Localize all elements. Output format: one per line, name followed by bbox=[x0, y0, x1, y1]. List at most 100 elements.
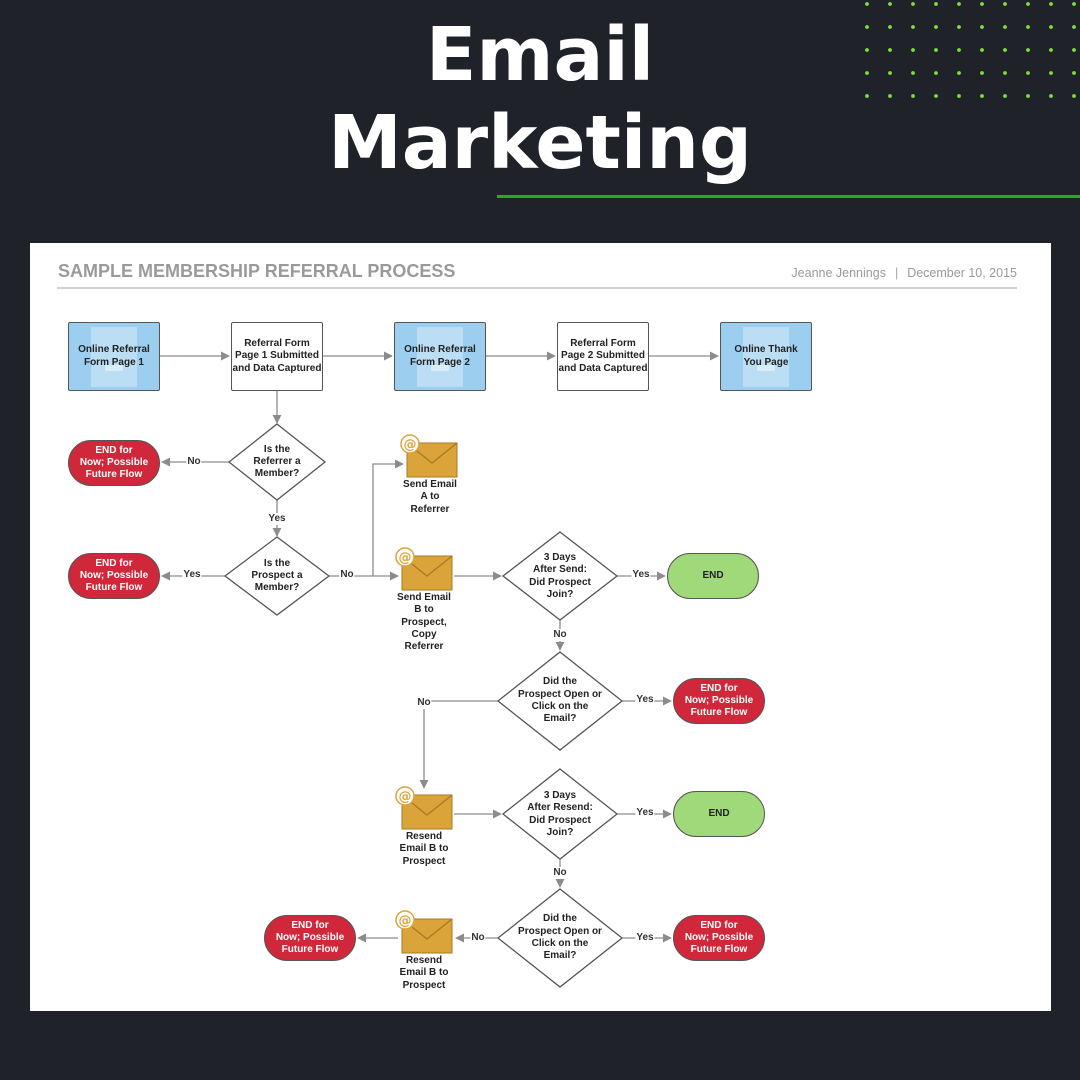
edge-label-yes: Yes bbox=[635, 932, 655, 944]
end-after-resend-2: END for Now; Possible Future Flow bbox=[264, 915, 356, 961]
email-icon: @ bbox=[395, 910, 453, 954]
decorative-dot bbox=[980, 48, 984, 52]
decision-referrer-member: Is the Referrer a Member? bbox=[253, 443, 301, 480]
decorative-dot bbox=[1003, 2, 1007, 6]
email-icon: @ bbox=[400, 434, 458, 478]
decorative-dot bbox=[957, 94, 961, 98]
svg-text:@: @ bbox=[399, 790, 412, 805]
decorative-dot bbox=[1072, 94, 1076, 98]
resend-2-caption: Resend Email B to Prospect bbox=[399, 955, 449, 991]
decision-shape-3days-send bbox=[501, 531, 619, 621]
end-prospect-opened-1: END for Now; Possible Future Flow bbox=[673, 678, 765, 724]
decorative-dot bbox=[934, 48, 938, 52]
decision-prospect-member: Is the Prospect a Member? bbox=[251, 557, 303, 594]
decorative-dot bbox=[1003, 48, 1007, 52]
decorative-dot bbox=[888, 71, 892, 75]
decorative-dot bbox=[865, 25, 869, 29]
decorative-dot bbox=[957, 71, 961, 75]
edge-label-yes: Yes bbox=[631, 569, 651, 581]
edge-label-yes: Yes bbox=[267, 513, 287, 525]
end-prospect-joined-after-send: END bbox=[667, 553, 759, 599]
decorative-dot bbox=[911, 2, 915, 6]
decorative-dot bbox=[865, 2, 869, 6]
diagram-title: SAMPLE MEMBERSHIP REFERRAL PROCESS bbox=[58, 261, 456, 281]
email-icon: @ bbox=[395, 786, 453, 830]
decorative-dot bbox=[865, 71, 869, 75]
decorative-dot bbox=[911, 71, 915, 75]
page-title-line-1: Email bbox=[425, 12, 655, 98]
decorative-dot bbox=[1049, 25, 1053, 29]
decorative-dot bbox=[980, 94, 984, 98]
decorative-dot bbox=[1072, 25, 1076, 29]
decorative-dot bbox=[865, 94, 869, 98]
edge-label-no: No bbox=[552, 629, 568, 641]
decorative-dot bbox=[1026, 71, 1030, 75]
decorative-dot bbox=[957, 48, 961, 52]
decorative-dot bbox=[1003, 94, 1007, 98]
meta-separator: | bbox=[894, 266, 899, 280]
decorative-dot bbox=[1026, 48, 1030, 52]
decorative-dot bbox=[1072, 2, 1076, 6]
decorative-dot bbox=[865, 48, 869, 52]
decorative-dot bbox=[1026, 2, 1030, 6]
decorative-dot bbox=[1072, 71, 1076, 75]
end-referrer-not-member: END for Now; Possible Future Flow bbox=[68, 440, 160, 486]
email-b-caption: Send Email B to Prospect, Copy Referrer bbox=[397, 592, 451, 653]
svg-text:@: @ bbox=[404, 438, 417, 453]
end-prospect-joined-after-resend: END bbox=[673, 791, 765, 837]
decorative-dot bbox=[888, 25, 892, 29]
decorative-dot bbox=[1003, 25, 1007, 29]
decorative-dot bbox=[1049, 71, 1053, 75]
node-online-referral-form-page-2: Online Referral Form Page 2 bbox=[394, 322, 486, 391]
decorative-dot bbox=[888, 94, 892, 98]
diagram-panel: SAMPLE MEMBERSHIP REFERRAL PROCESS Jeann… bbox=[30, 243, 1051, 1011]
node-referral-form-page-2-submitted: Referral Form Page 2 Submitted and Data … bbox=[557, 322, 649, 391]
decorative-dot bbox=[1049, 2, 1053, 6]
decorative-dot bbox=[1072, 48, 1076, 52]
node-referral-form-page-1-submitted: Referral Form Page 1 Submitted and Data … bbox=[231, 322, 323, 391]
edge-label-no: No bbox=[416, 697, 432, 709]
end-prospect-opened-2: END for Now; Possible Future Flow bbox=[673, 915, 765, 961]
decorative-dot bbox=[957, 2, 961, 6]
page-title-line-2: Marketing bbox=[328, 100, 752, 186]
resend-1-caption: Resend Email B to Prospect bbox=[399, 831, 449, 867]
decorative-dot bbox=[1026, 25, 1030, 29]
decorative-dot bbox=[934, 2, 938, 6]
decorative-dot bbox=[1003, 71, 1007, 75]
decorative-dot-grid bbox=[865, 2, 1076, 98]
edge-label-yes: Yes bbox=[635, 807, 655, 819]
decision-shape-open-1 bbox=[496, 651, 624, 751]
edge-label-no: No bbox=[552, 867, 568, 879]
decorative-dot bbox=[911, 94, 915, 98]
decorative-dot bbox=[934, 25, 938, 29]
decision-open-or-click-1: Did the Prospect Open or Click on the Em… bbox=[518, 676, 602, 725]
decision-open-or-click-2: Did the Prospect Open or Click on the Em… bbox=[518, 913, 602, 962]
decorative-dot bbox=[980, 2, 984, 6]
decorative-dot bbox=[980, 71, 984, 75]
diagram-date: December 10, 2015 bbox=[907, 266, 1017, 280]
decision-shape-3days-resend bbox=[501, 768, 619, 860]
node-online-thank-you-page: Online Thank You Page bbox=[720, 322, 812, 391]
decision-3-days-after-send: 3 Days After Send: Did Prospect Join? bbox=[529, 551, 591, 600]
connector-arrow bbox=[419, 700, 498, 789]
decorative-dot bbox=[888, 48, 892, 52]
node-online-referral-form-page-1: Online Referral Form Page 1 bbox=[68, 322, 160, 391]
decision-3-days-after-resend: 3 Days After Resend: Did Prospect Join? bbox=[527, 789, 593, 838]
decorative-dot bbox=[888, 2, 892, 6]
decorative-dot bbox=[1049, 94, 1053, 98]
decision-shape-prospect bbox=[223, 536, 331, 616]
author-name: Jeanne Jennings bbox=[791, 266, 886, 280]
decision-shape-open-2 bbox=[496, 888, 624, 988]
decision-shape-referrer bbox=[227, 423, 327, 501]
edge-label-no: No bbox=[470, 932, 486, 944]
decorative-dot bbox=[911, 25, 915, 29]
edge-label-yes: Yes bbox=[182, 569, 202, 581]
decorative-dot bbox=[934, 94, 938, 98]
accent-underline bbox=[497, 195, 1080, 198]
edge-label-no: No bbox=[339, 569, 355, 581]
decorative-dot bbox=[911, 48, 915, 52]
decorative-dot bbox=[980, 25, 984, 29]
edge-label-yes: Yes bbox=[635, 694, 655, 706]
svg-text:@: @ bbox=[399, 914, 412, 929]
end-prospect-already-member: END for Now; Possible Future Flow bbox=[68, 553, 160, 599]
